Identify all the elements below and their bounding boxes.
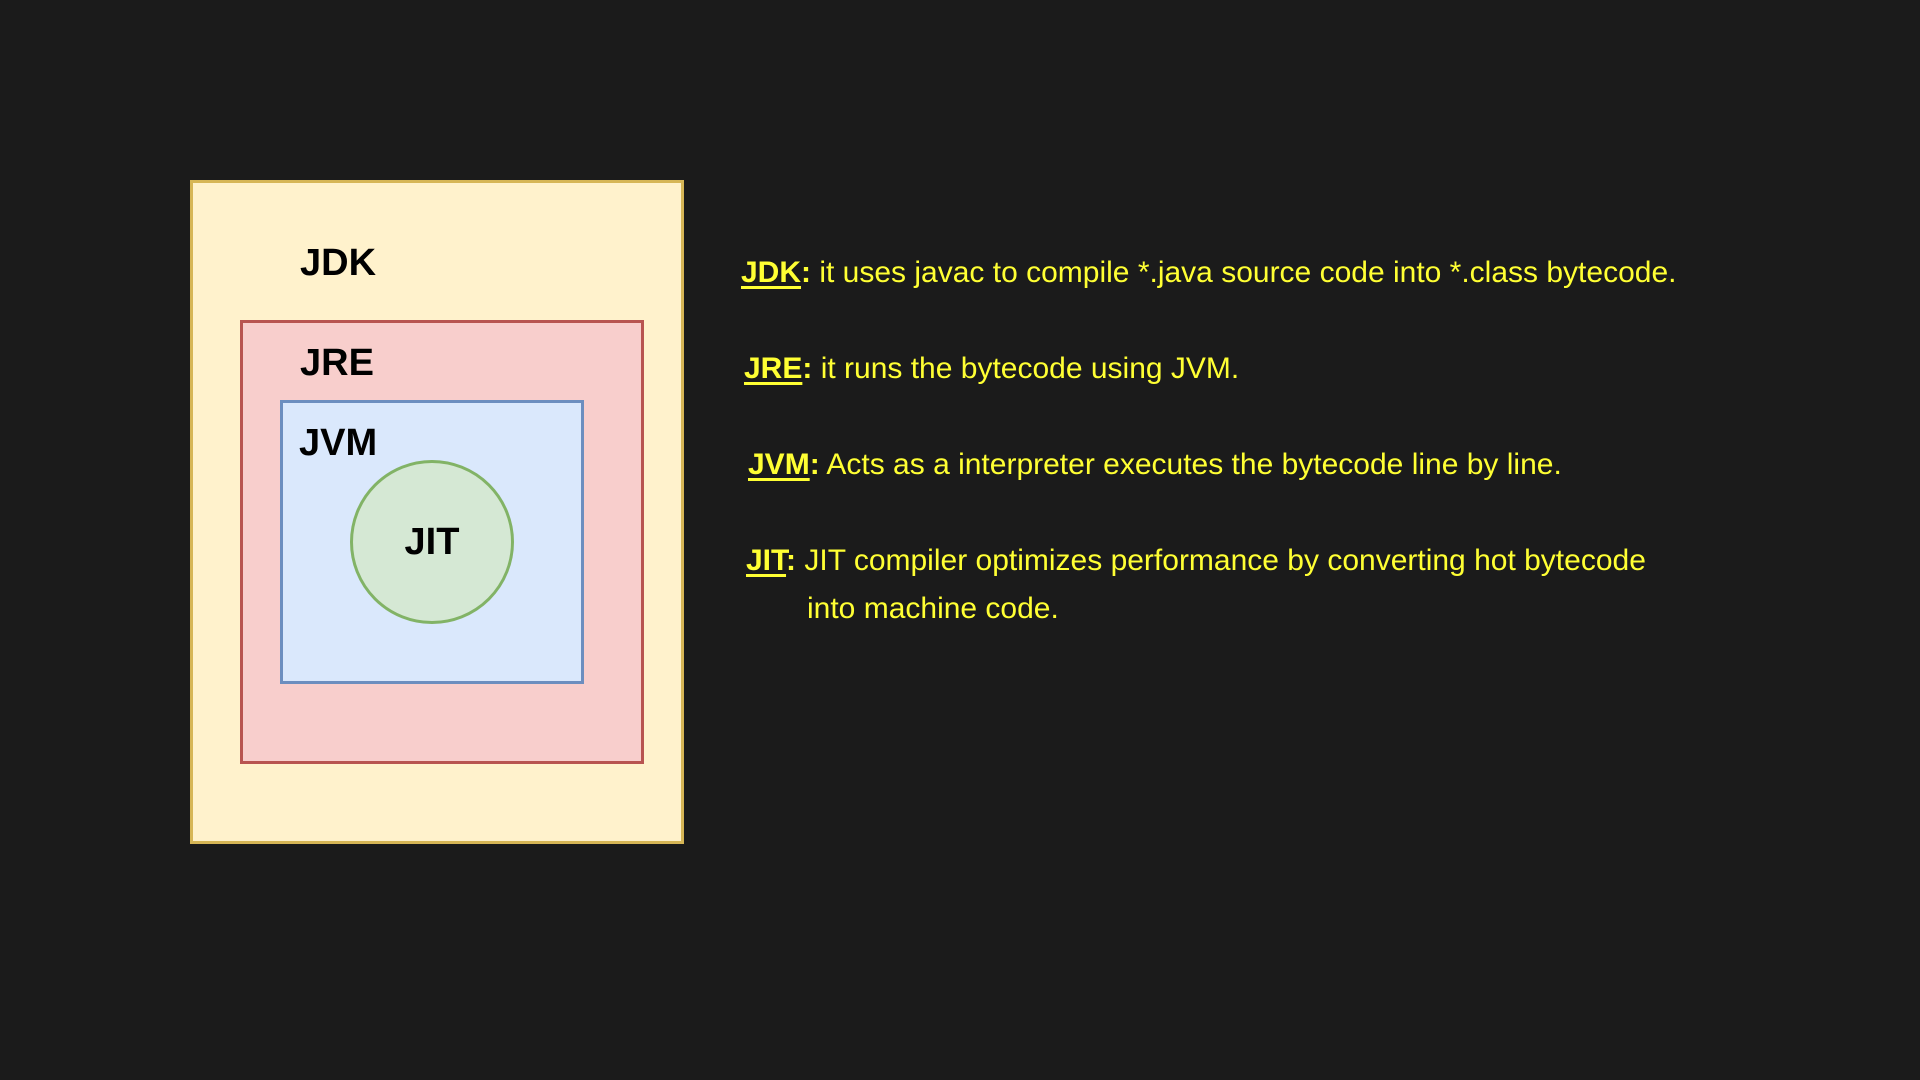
jre-description-text: it runs the bytecode using JVM. [812,352,1240,385]
jvm-description: JVM: Acts as a interpreter executes the … [748,441,1562,489]
jdk-description-text: it uses javac to compile *.java source c… [811,256,1677,289]
jdk-description-term: JDK [741,256,802,289]
jvm-description-colon: : [809,448,820,481]
jdk-description-colon: : [801,256,812,289]
jre-box-label: JRE [300,342,374,384]
jvm-description-text: Acts as a interpreter executes the bytec… [819,448,1562,481]
jit-description: JIT: JIT compiler optimizes performance … [746,537,1646,585]
jvm-box-label: JVM [299,422,378,464]
jvm-description-term: JVM [748,448,810,481]
jdk-box-label: JDK [300,242,377,284]
jre-description-term: JRE [744,352,803,385]
jit-circle: JIT [350,460,514,624]
jit-description-colon: : [786,544,797,577]
jre-description: JRE: it runs the bytecode using JVM. [744,345,1239,393]
jdk-description: JDK: it uses javac to compile *.java sou… [741,249,1676,297]
jit-description-term: JIT [746,544,787,577]
jit-description-continuation: into machine code. [807,592,1059,625]
jit-circle-label: JIT [404,521,460,563]
jit-description-text: JIT compiler optimizes performance by co… [796,544,1646,577]
jre-description-colon: : [802,352,813,385]
